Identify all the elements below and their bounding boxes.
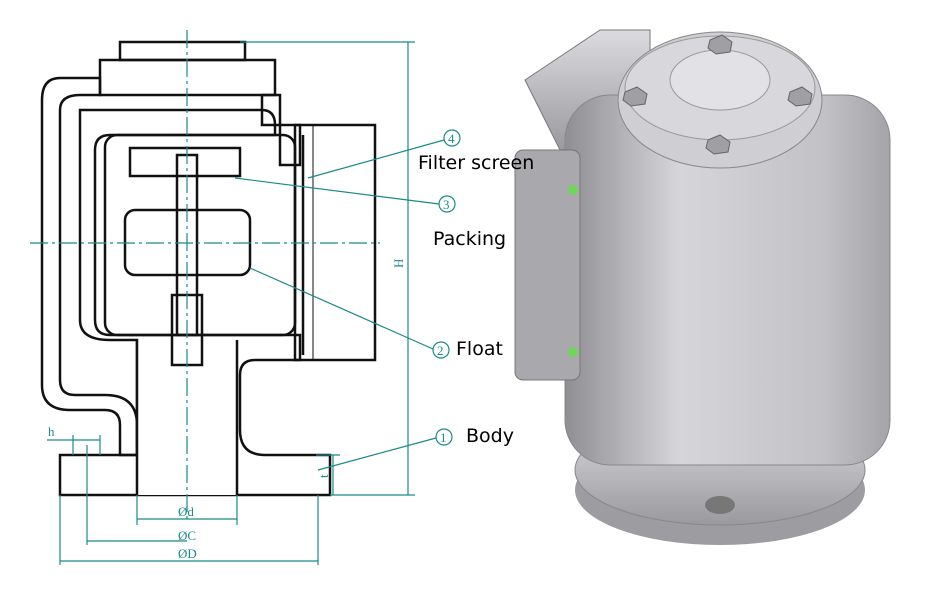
svg-text:2: 2 <box>437 343 444 358</box>
indicator-light <box>568 185 578 195</box>
valve-3d-render <box>514 29 891 545</box>
label-filter-screen: Filter screen <box>418 152 535 174</box>
dim-h: h <box>48 424 55 439</box>
dim-H: H <box>391 259 406 268</box>
label-packing: Packing <box>433 228 507 250</box>
dimension-lines <box>47 41 415 565</box>
dim-t: t <box>316 474 331 478</box>
dim-D: ØD <box>178 546 197 561</box>
svg-text:1: 1 <box>440 430 447 445</box>
svg-text:4: 4 <box>448 131 455 146</box>
valve-body-section <box>40 40 377 497</box>
packing <box>128 146 242 178</box>
dim-d: Ød <box>178 504 194 519</box>
balloons: 4 3 2 1 <box>432 129 461 446</box>
dim-c: ØC <box>178 528 196 543</box>
svg-text:3: 3 <box>443 197 450 212</box>
label-float: Float <box>456 338 503 360</box>
label-body: Body <box>466 425 514 447</box>
indicator-light <box>568 347 578 357</box>
